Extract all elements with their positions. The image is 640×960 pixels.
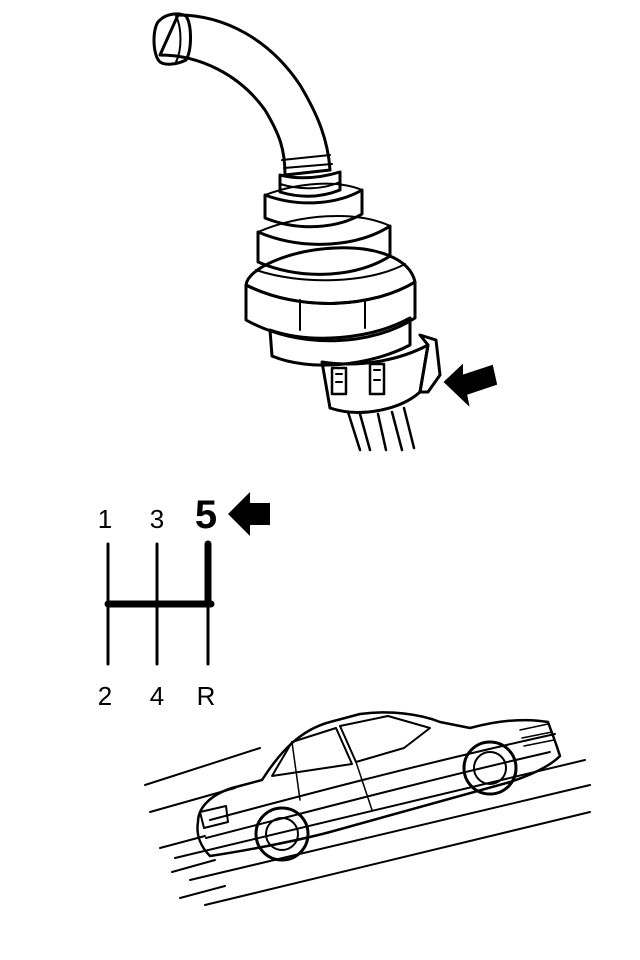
gear-label-r: R	[197, 681, 216, 711]
gear-label-5: 5	[195, 493, 217, 537]
gear-label-4: 4	[150, 681, 164, 711]
switch-arrow-icon	[443, 363, 498, 407]
gear-label-1: 1	[98, 504, 112, 534]
gear-label-3: 3	[150, 504, 164, 534]
gear-label-2: 2	[98, 681, 112, 711]
arrow-left-icon	[228, 492, 270, 536]
car-illustration	[144, 711, 591, 906]
reverse-light-switch	[152, 12, 442, 452]
shift-pattern: 1 3 5 2 4 R	[98, 493, 217, 711]
